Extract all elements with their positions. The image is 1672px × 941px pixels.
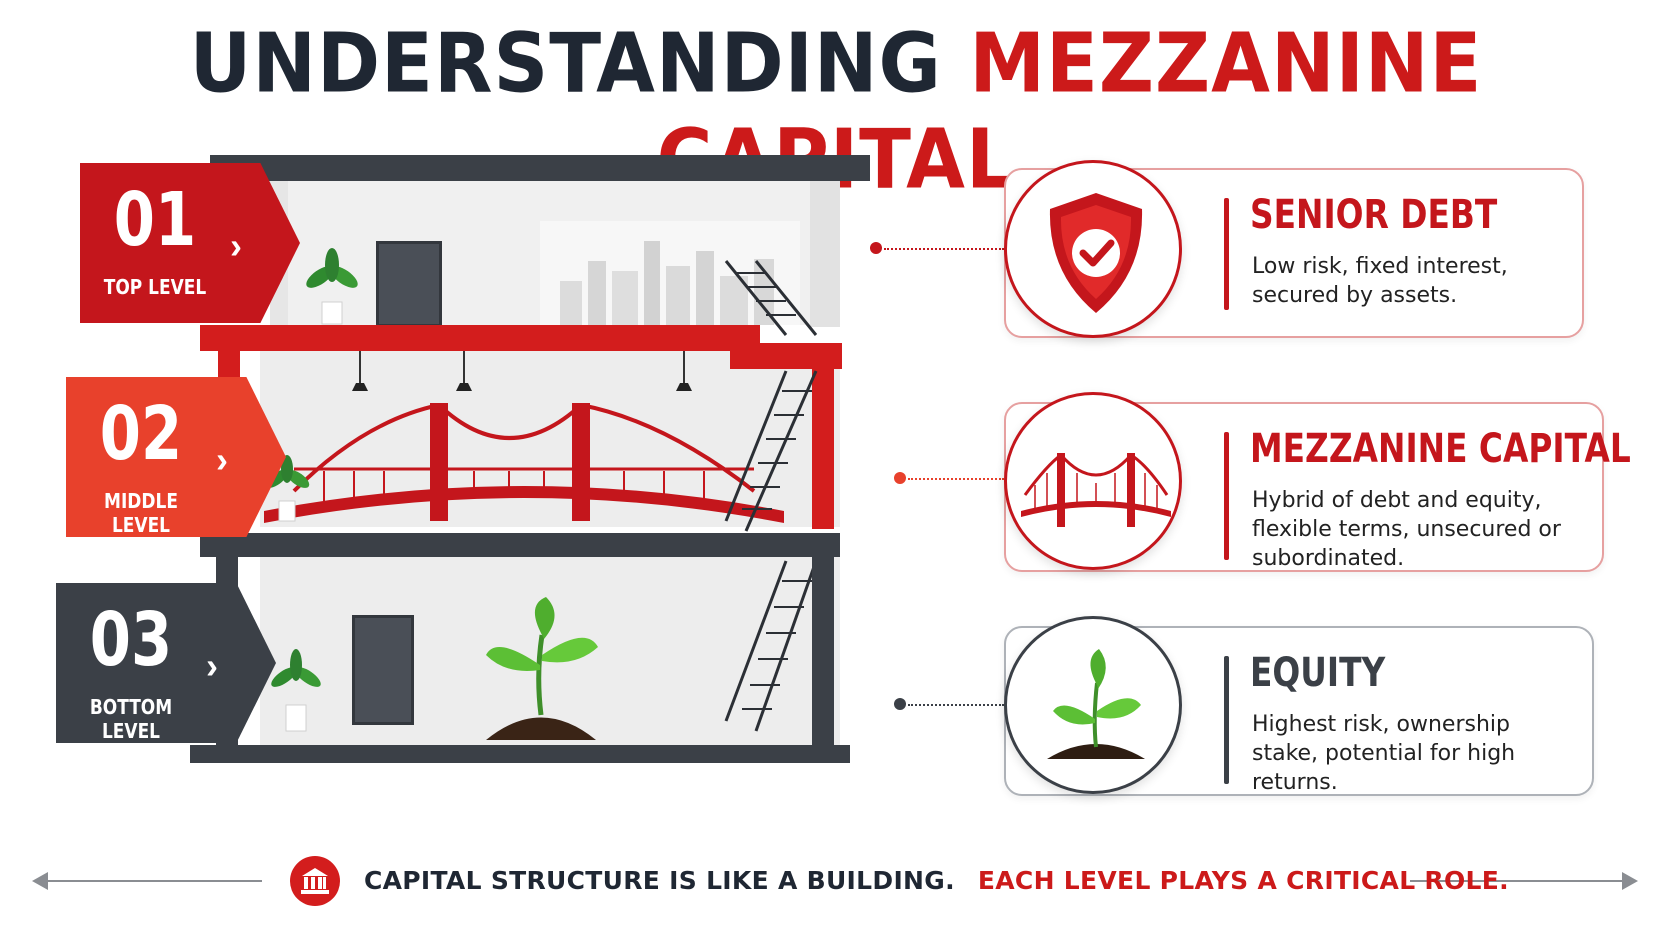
level-number: 02 (99, 391, 183, 477)
title-part-2: MEZZANINE CAPITAL (657, 14, 1483, 207)
footer-text-dark: CAPITAL STRUCTURE IS LIKE A BUILDING. (364, 866, 955, 895)
city-skyline (560, 241, 774, 325)
title-part-1: UNDERSTANDING (189, 14, 942, 111)
panel-equity: EQUITY Highest risk, ownership stake, po… (1004, 626, 1594, 796)
roof-slab (210, 155, 870, 181)
chevron-right-icon: › (216, 439, 228, 480)
top-right-wall (810, 181, 840, 327)
panel-accent-bar (1224, 198, 1229, 310)
suspension-bridge-illustration (264, 403, 784, 523)
bottom-right-column (812, 557, 834, 745)
shield-check-icon (1004, 160, 1182, 338)
middle-right-column (812, 369, 834, 529)
panel-title: MEZZANINE CAPITAL (1250, 426, 1631, 472)
level-badge-bottom: 03 BOTTOM LEVEL › (56, 583, 276, 743)
mezzanine-slab-right (730, 343, 842, 369)
footer-line-left (40, 880, 262, 882)
level-number: 01 (113, 177, 197, 263)
panel-description: Hybrid of debt and equity, flexible term… (1252, 488, 1561, 571)
panel-title: SENIOR DEBT (1250, 192, 1498, 238)
arrow-right-icon (1622, 872, 1638, 890)
top-door (376, 241, 442, 327)
panel-description: Low risk, fixed interest, secured by ass… (1252, 254, 1508, 308)
building-illustration: 01 TOP LEVEL › 02 MIDDLE LEVEL › 03 BOTT… (40, 155, 920, 815)
connector-dot-equity (894, 698, 906, 710)
level-label: TOP LEVEL (103, 275, 207, 299)
sprout-icon (1004, 616, 1182, 794)
level-number: 03 (89, 597, 173, 683)
chevron-right-icon: › (230, 225, 242, 266)
chevron-right-icon: › (206, 645, 218, 686)
mezzanine-slab (200, 325, 760, 351)
bottom-plant-icon (271, 649, 321, 732)
connector-line-equity (908, 704, 1004, 706)
footer-caption: CAPITAL STRUCTURE IS LIKE A BUILDING. EA… (364, 866, 1509, 895)
footer-line-right (1410, 880, 1622, 882)
panel-title: EQUITY (1250, 650, 1386, 696)
top-plant-icon (306, 248, 358, 325)
level-badge-top: 01 TOP LEVEL › (80, 163, 300, 323)
staircase-illustration (724, 260, 818, 732)
arrow-left-icon (32, 872, 48, 890)
sprout-illustration (486, 597, 598, 740)
bottom-door (352, 615, 414, 725)
connector-line-senior (884, 248, 1004, 250)
level-badge-middle: 02 MIDDLE LEVEL › (66, 377, 286, 537)
connector-dot-senior (870, 242, 882, 254)
connector-dot-mezzanine (894, 472, 906, 484)
level-label: BOTTOM LEVEL (89, 695, 173, 743)
base-slab (190, 745, 850, 763)
footer-text-red: EACH LEVEL PLAYS A CRITICAL ROLE. (977, 866, 1509, 895)
bank-icon (290, 856, 340, 906)
connector-line-mezzanine (908, 478, 1004, 480)
lower-slab (200, 533, 840, 557)
level-label: MIDDLE LEVEL (104, 489, 178, 537)
panel-accent-bar (1224, 432, 1229, 560)
page-title: UNDERSTANDING MEZZANINE CAPITAL (0, 15, 1672, 207)
panel-description: Highest risk, ownership stake, potential… (1252, 712, 1516, 795)
pendant-lights (352, 351, 692, 391)
panel-accent-bar (1224, 656, 1229, 784)
bridge-icon (1004, 392, 1182, 570)
